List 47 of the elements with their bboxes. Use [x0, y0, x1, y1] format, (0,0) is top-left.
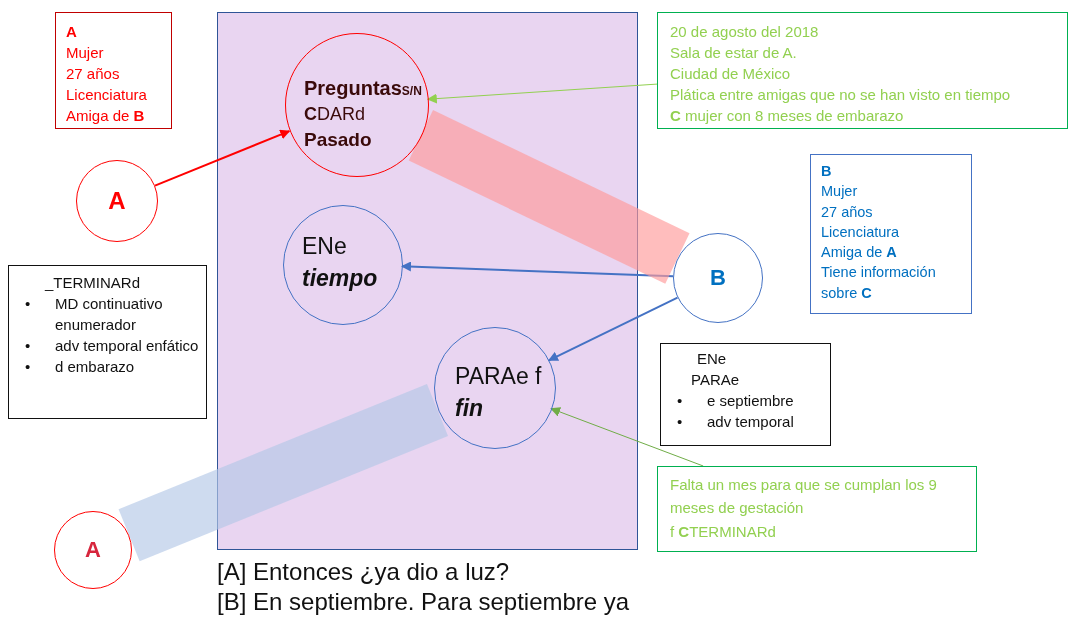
node-text: Tiene información sobre C: [821, 263, 937, 303]
bullet-item: • d embarazo: [24, 357, 136, 377]
dialogue-line: [A] Entonces ¿ya dio a luz?: [217, 558, 510, 586]
bullet-item: • adv temporal: [676, 412, 795, 432]
arrow: [401, 261, 674, 278]
info-box: [55, 12, 172, 129]
node-text: A: [66, 22, 78, 42]
dialogue-line: [B] En septiembre. Para septiembre ya: [217, 588, 630, 616]
bullet-item: • adv temporal enfático: [24, 336, 200, 356]
bullet-item: • e septiembre: [676, 391, 795, 411]
info-box: [810, 154, 972, 314]
leader-line: [550, 407, 704, 467]
node-text: Mujer: [66, 43, 105, 63]
node-text: Plática entre amigas que no se han visto en tiempo: [670, 85, 1012, 105]
node-text: _TERMINARd: [43, 273, 142, 293]
node-text: Ciudad de México: [670, 64, 792, 84]
node-text: B: [710, 263, 726, 292]
node-text: A: [108, 186, 126, 217]
arrow: [547, 296, 679, 362]
node-text: ENe: [696, 349, 728, 369]
node-text: C mujer con 8 meses de embarazo: [670, 106, 905, 126]
node-text: CDARd: [304, 103, 366, 126]
node-text: Amiga de B: [66, 106, 146, 126]
node-text: Amiga de A: [821, 243, 898, 263]
frame-rectangle: [217, 12, 638, 550]
node-text: B: [821, 162, 833, 181]
node-text: 27 años: [66, 64, 121, 84]
node-text: ENe: [302, 232, 348, 261]
info-box: [657, 466, 977, 552]
leader-line: [426, 83, 658, 104]
arrow: [154, 129, 291, 187]
node-text: PARAe f: [455, 362, 543, 391]
node-text: 20 de agosto del 2018: [670, 22, 820, 42]
node-text: Licenciatura: [66, 85, 148, 105]
node-text: PARAe: [690, 370, 741, 390]
node-text: Mujer: [821, 182, 859, 202]
info-box: [657, 12, 1068, 129]
node-text: Licenciatura: [821, 222, 901, 242]
info-box: [660, 343, 831, 446]
node-text: fin: [455, 394, 485, 424]
info-box: [8, 265, 207, 419]
node-text: Pasado: [304, 128, 373, 153]
node-text: f CTERMINARd: [670, 521, 777, 542]
node-text: 27 años: [821, 202, 874, 222]
node-text: Sala de estar de A.: [670, 43, 798, 63]
node-text: A: [85, 535, 101, 564]
node-text: tiempo: [302, 264, 379, 294]
